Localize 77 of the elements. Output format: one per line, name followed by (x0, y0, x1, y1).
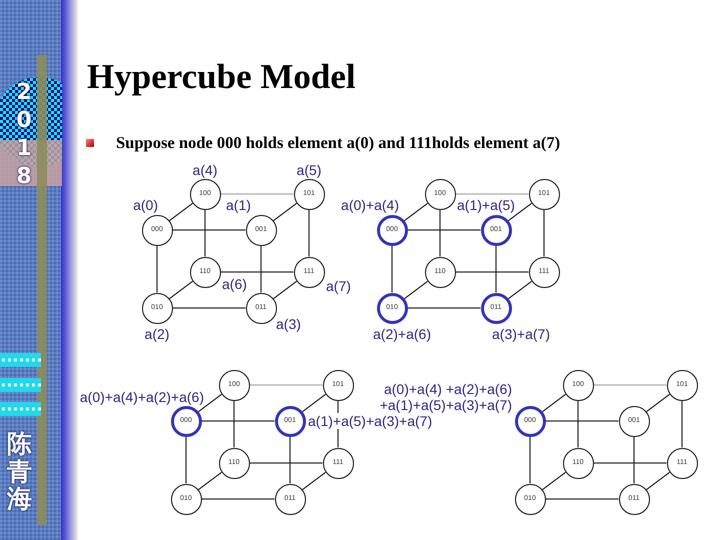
node-circle (424, 178, 456, 210)
edge-line (198, 472, 222, 490)
node-circle (666, 448, 698, 478)
node-circle (322, 370, 354, 400)
edge-line (168, 202, 194, 222)
node-circle (528, 178, 560, 210)
edge-line (302, 394, 326, 412)
node-circle (190, 256, 220, 288)
element-label: a(0)+a(4)+a(2)+a(6) (80, 389, 204, 405)
element-label: a(7) (326, 278, 351, 294)
edge-line (201, 420, 275, 422)
element-label: a(2) (144, 326, 170, 342)
edge-line (201, 498, 275, 500)
node-circle (294, 256, 324, 288)
edge-line (646, 394, 670, 412)
edge-line (542, 472, 566, 490)
node-circle (246, 214, 276, 246)
edge-line (260, 245, 262, 293)
node-circle (480, 214, 512, 246)
node-circle (170, 484, 202, 514)
node-circle (514, 484, 546, 514)
edge-line (508, 280, 532, 300)
edge-line (593, 384, 667, 386)
node-circle (246, 292, 276, 324)
element-label: a(3)+a(7) (492, 326, 550, 342)
edge-line (545, 498, 619, 500)
edge-line (542, 394, 566, 412)
node-circle (218, 448, 250, 478)
node-circle (190, 178, 220, 210)
edge-line (302, 472, 326, 490)
node-circle (666, 370, 698, 400)
node-circle (274, 406, 306, 436)
edge-line (272, 202, 298, 222)
element-label: a(1)+a(5)+a(3)+a(7) (308, 413, 432, 429)
element-label: a(1) (226, 197, 251, 213)
node-circle (274, 484, 306, 514)
edge-line (249, 384, 323, 386)
edge-line (198, 394, 222, 412)
node-circle (480, 292, 512, 324)
node-circle (514, 406, 546, 436)
node-circle (218, 370, 250, 400)
author-name: 陈青海 (7, 430, 32, 512)
element-label: a(1)+a(5) (457, 197, 515, 213)
node-circle (562, 370, 594, 400)
node-circle (322, 448, 354, 478)
node-circle (528, 256, 560, 288)
node-circle (562, 448, 594, 478)
edge-line (168, 280, 194, 300)
slide-title: Hypercube Model (87, 57, 356, 97)
node-circle (618, 406, 650, 436)
edge-line (545, 420, 619, 422)
edge-line (404, 280, 428, 300)
edge-line (404, 202, 428, 222)
edge-line (156, 245, 158, 293)
edge-line (249, 462, 323, 464)
element-label: a(2)+a(6) (373, 326, 431, 342)
node-circle (294, 178, 324, 210)
node-circle (170, 406, 202, 436)
edge-line (593, 462, 667, 464)
node-circle (376, 214, 408, 246)
node-circle (376, 292, 408, 324)
element-label: a(5) (296, 162, 322, 178)
edge-line (508, 202, 532, 222)
element-label: a(6) (222, 276, 247, 292)
node-circle (424, 256, 456, 288)
node-circle (618, 484, 650, 514)
node-circle (142, 292, 172, 324)
edge-line (646, 472, 670, 490)
element-label: a(3) (276, 316, 301, 332)
edge-line (308, 209, 310, 257)
element-label: a(0) (133, 197, 158, 213)
element-label: a(4) (192, 162, 218, 178)
element-label: a(0)+a(4) (341, 197, 399, 213)
bullet-text: Suppose node 000 holds element a(0) and 111holds element a(7) (116, 133, 560, 153)
edge-line (204, 209, 206, 257)
node-circle (142, 214, 172, 246)
edge-line (272, 280, 298, 300)
